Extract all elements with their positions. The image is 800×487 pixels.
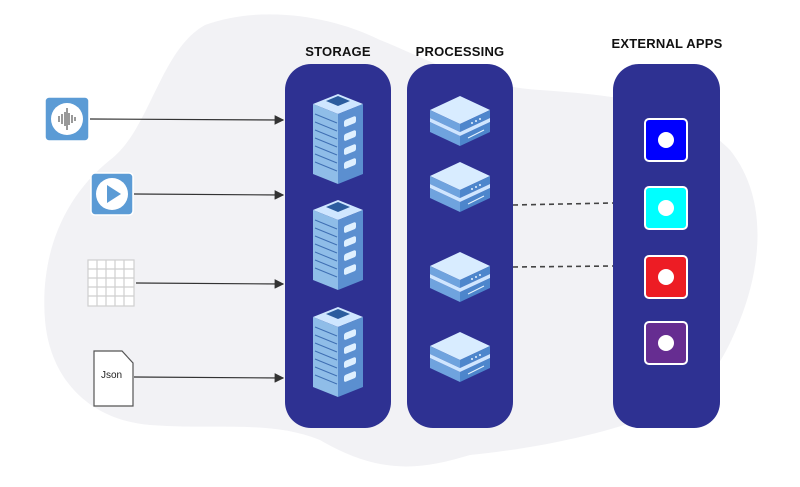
arrow-audio-to-storage	[89, 115, 285, 125]
video-play-icon	[90, 172, 134, 221]
server-rack-icon	[312, 199, 364, 291]
external-app-blue[interactable]	[644, 118, 688, 162]
arrow-video-to-storage	[133, 190, 285, 200]
storage-title: STORAGE	[305, 44, 371, 59]
external-app-purple[interactable]	[644, 321, 688, 365]
server-rack-icon	[312, 306, 364, 398]
app-dot-icon	[658, 335, 674, 351]
server-node-icon	[429, 331, 491, 383]
server-rack-icon	[312, 93, 364, 185]
arrow-table-to-storage	[135, 279, 285, 289]
server-node-icon	[429, 95, 491, 147]
external-apps-title: EXTERNAL APPS	[611, 36, 723, 51]
server-node-icon	[429, 161, 491, 213]
app-dot-icon	[658, 200, 674, 216]
app-dot-icon	[658, 269, 674, 285]
audio-waveform-icon	[44, 96, 90, 147]
spreadsheet-grid-icon	[87, 259, 135, 312]
external-app-red[interactable]	[644, 255, 688, 299]
processing-title: PROCESSING	[415, 44, 505, 59]
arrow-json-to-storage	[133, 373, 285, 383]
server-node-icon	[429, 251, 491, 303]
dashed-processing-to-red-app	[512, 265, 614, 268]
json-file-label: Json	[101, 370, 123, 381]
dashed-processing-to-cyan-app	[512, 202, 614, 206]
json-file-icon: Json	[93, 350, 135, 408]
external-app-cyan[interactable]	[644, 186, 688, 230]
app-dot-icon	[658, 132, 674, 148]
